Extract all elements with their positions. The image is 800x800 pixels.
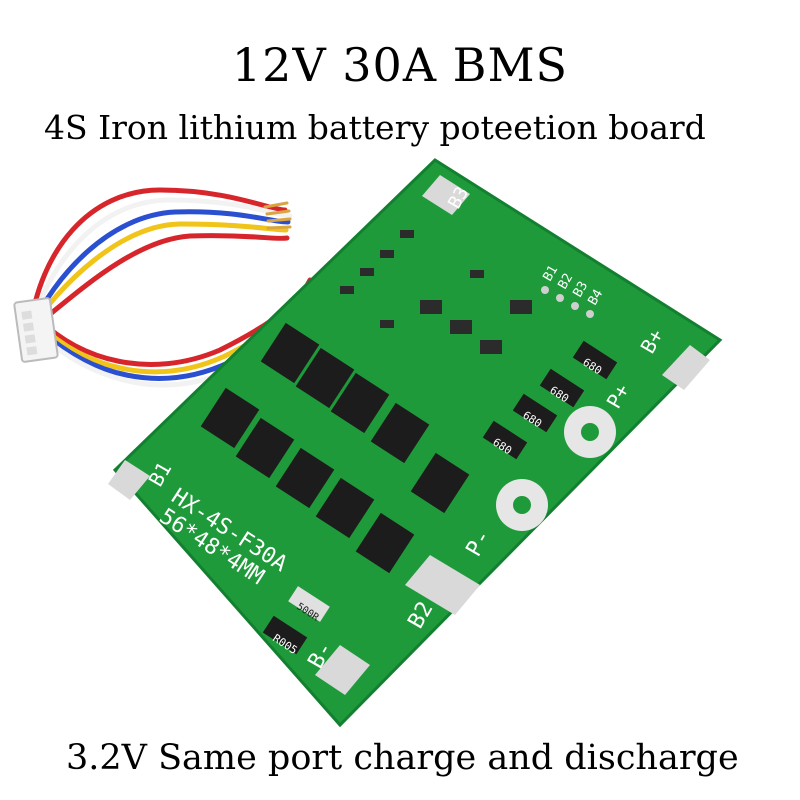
- jst-connector: [13, 297, 59, 363]
- connector-label-b2: B2: [555, 271, 576, 292]
- pad-b2: [405, 555, 480, 615]
- connector-label-b3: B3: [570, 279, 591, 300]
- shunt-resistors: [482, 340, 618, 460]
- pcb-board: [108, 158, 723, 728]
- product-subtitle: 4S Iron lithium battery poteetion board: [44, 108, 706, 147]
- pad-b1: [108, 460, 150, 500]
- pad-b3: [422, 175, 470, 215]
- pad-b-plus: [662, 345, 710, 390]
- product-caption: 3.2V Same port charge and discharge: [66, 738, 739, 778]
- pad-b-minus: [315, 645, 370, 695]
- connector-label-b4: B4: [585, 287, 606, 308]
- product-title: 12V 30A BMS: [231, 38, 569, 92]
- connector-label-b1: B1: [540, 263, 561, 284]
